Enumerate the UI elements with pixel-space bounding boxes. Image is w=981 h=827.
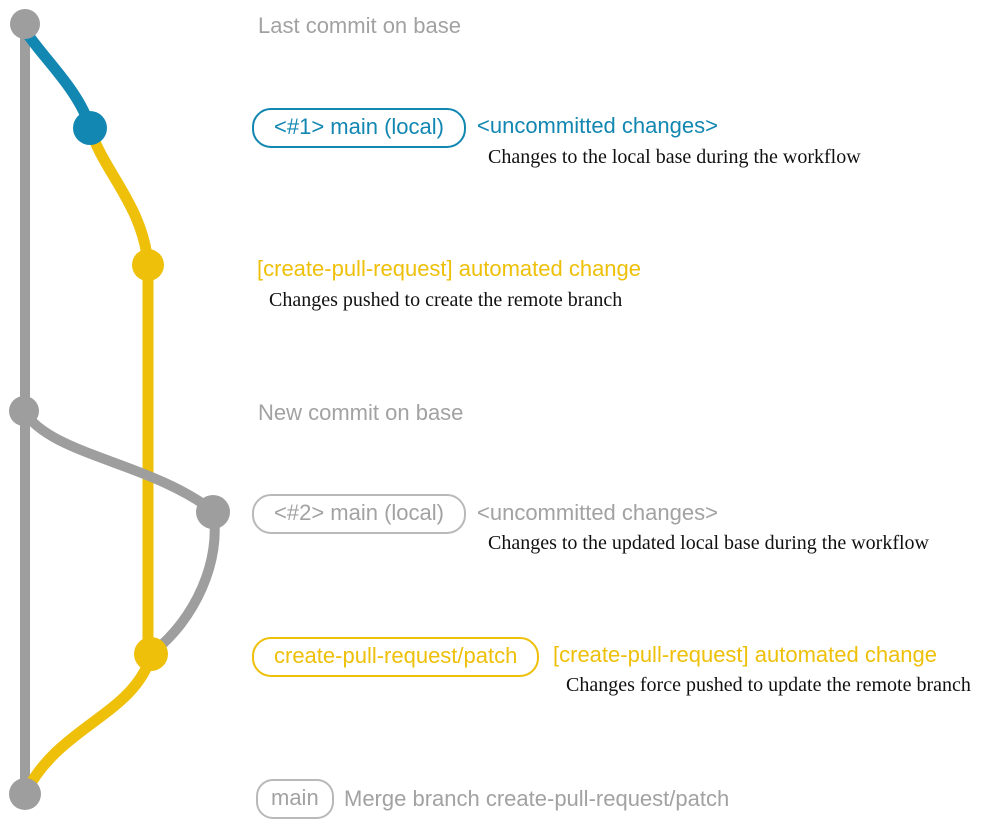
main-local-branch-segment-1	[19, 24, 96, 133]
automated-change-heading-2: [create-pull-request] automated change	[553, 642, 938, 667]
commit-dot-new-base	[9, 396, 39, 426]
branch-badge-main: main	[256, 779, 334, 820]
uncommitted-changes-description-1: Changes to the local base during the wor…	[488, 146, 861, 168]
patch-branch-curve-1	[84, 122, 154, 270]
uncommitted-changes-description-2: Changes to the updated local base during…	[488, 532, 929, 554]
uncommitted-changes-heading-1: <uncommitted changes>	[477, 113, 718, 138]
automated-change-description-2: Changes force pushed to update the remot…	[566, 674, 971, 696]
commit-dot-main-local-2	[196, 495, 230, 529]
uncommitted-changes-heading-2: <uncommitted changes>	[477, 500, 718, 525]
main-local-rebase-curve	[147, 506, 220, 658]
commit-dot-last-base	[10, 9, 40, 39]
automated-change-description-1: Changes pushed to create the remote bran…	[269, 289, 623, 311]
branch-badge-main-local-2: <#2> main (local)	[252, 494, 466, 535]
automated-change-heading-1: [create-pull-request] automated change	[257, 256, 642, 281]
commit-dot-merge	[9, 778, 41, 810]
commit-dot-automated-change-2	[134, 637, 168, 671]
commit-dot-main-local-1	[73, 111, 107, 145]
patch-merge-curve	[20, 647, 158, 798]
commit-graph	[9, 9, 230, 810]
branch-badge-patch: create-pull-request/patch	[252, 637, 540, 678]
merge-commit-heading: Merge branch create-pull-request/patch	[344, 786, 730, 811]
branch-badge-main-local-1: <#1> main (local)	[252, 108, 466, 149]
new-commit-label: New commit on base	[258, 400, 464, 425]
main-local-branch-segment-2	[19, 406, 218, 516]
commit-dot-automated-change-1	[132, 249, 164, 281]
last-commit-label: Last commit on base	[258, 13, 461, 38]
